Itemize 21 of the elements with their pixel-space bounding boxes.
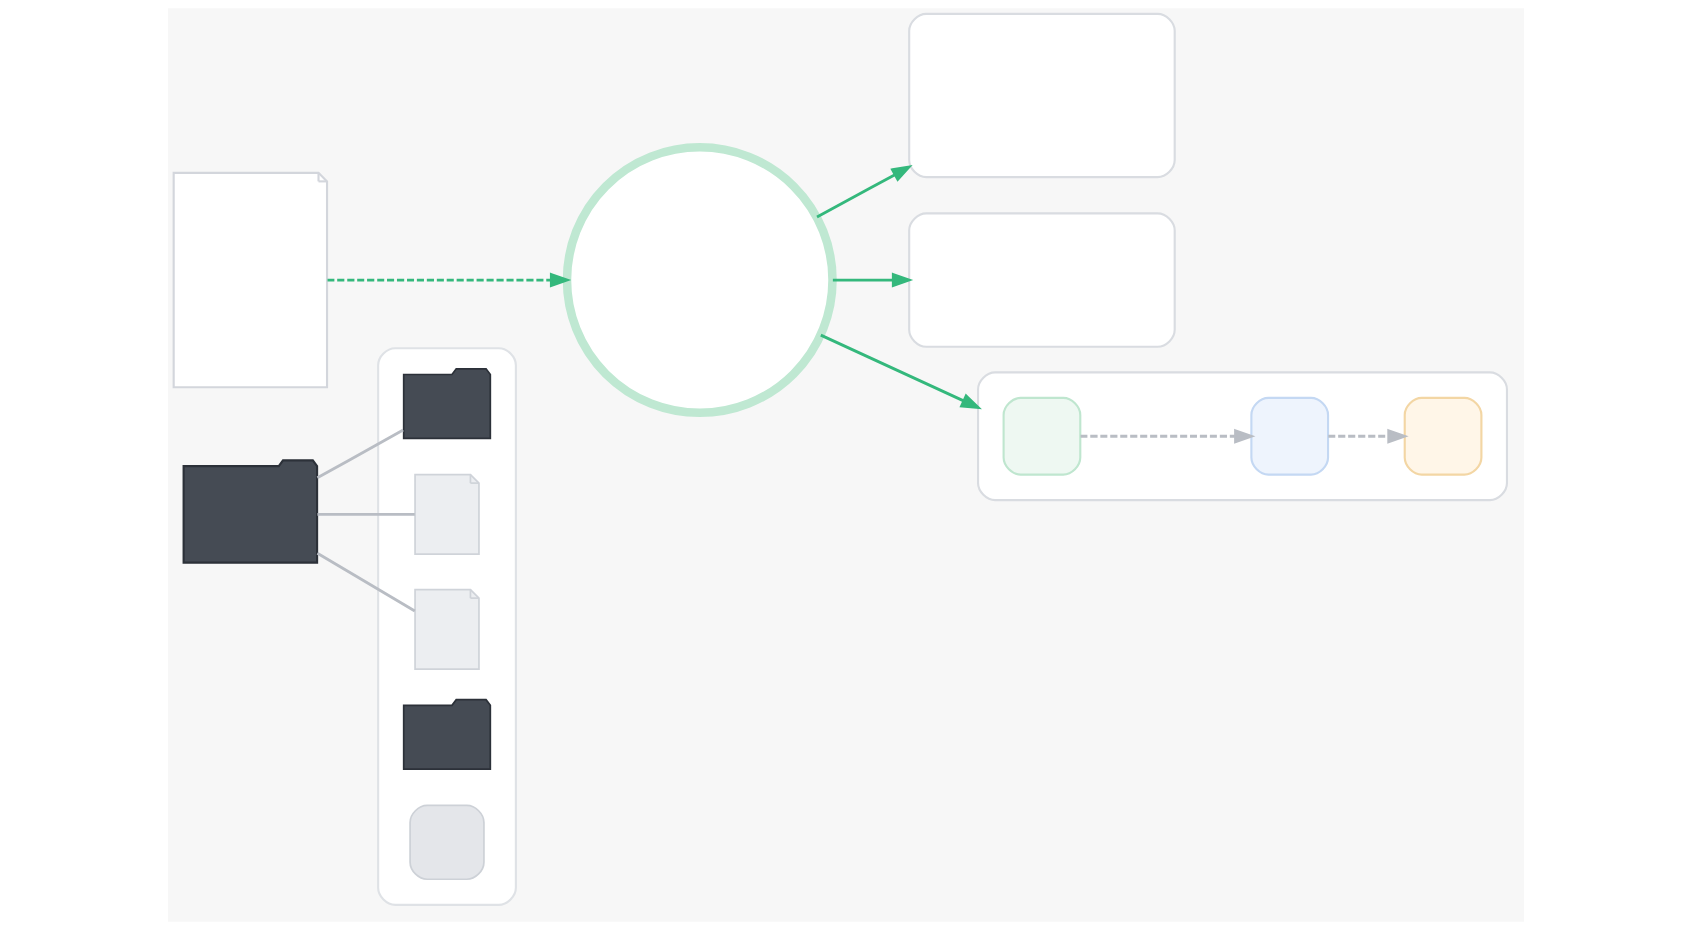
cluster (977, 371, 1509, 502)
node-folder (402, 367, 492, 440)
node-box (1250, 396, 1330, 476)
node-folder (402, 698, 492, 771)
node-box (908, 212, 1176, 348)
arrow (832, 272, 914, 288)
node-box (1002, 396, 1082, 476)
node-folder (182, 459, 319, 564)
connector (316, 428, 404, 480)
node-box (1403, 396, 1483, 476)
arrow (327, 272, 572, 288)
connector (317, 512, 415, 516)
arrow (816, 165, 913, 219)
cluster (377, 347, 517, 906)
node-circle (562, 143, 837, 418)
arrow (1328, 428, 1409, 444)
arrow (820, 333, 982, 410)
connector (316, 552, 416, 613)
arrow (1080, 428, 1256, 444)
node-box (409, 804, 485, 881)
node-box (908, 12, 1176, 179)
